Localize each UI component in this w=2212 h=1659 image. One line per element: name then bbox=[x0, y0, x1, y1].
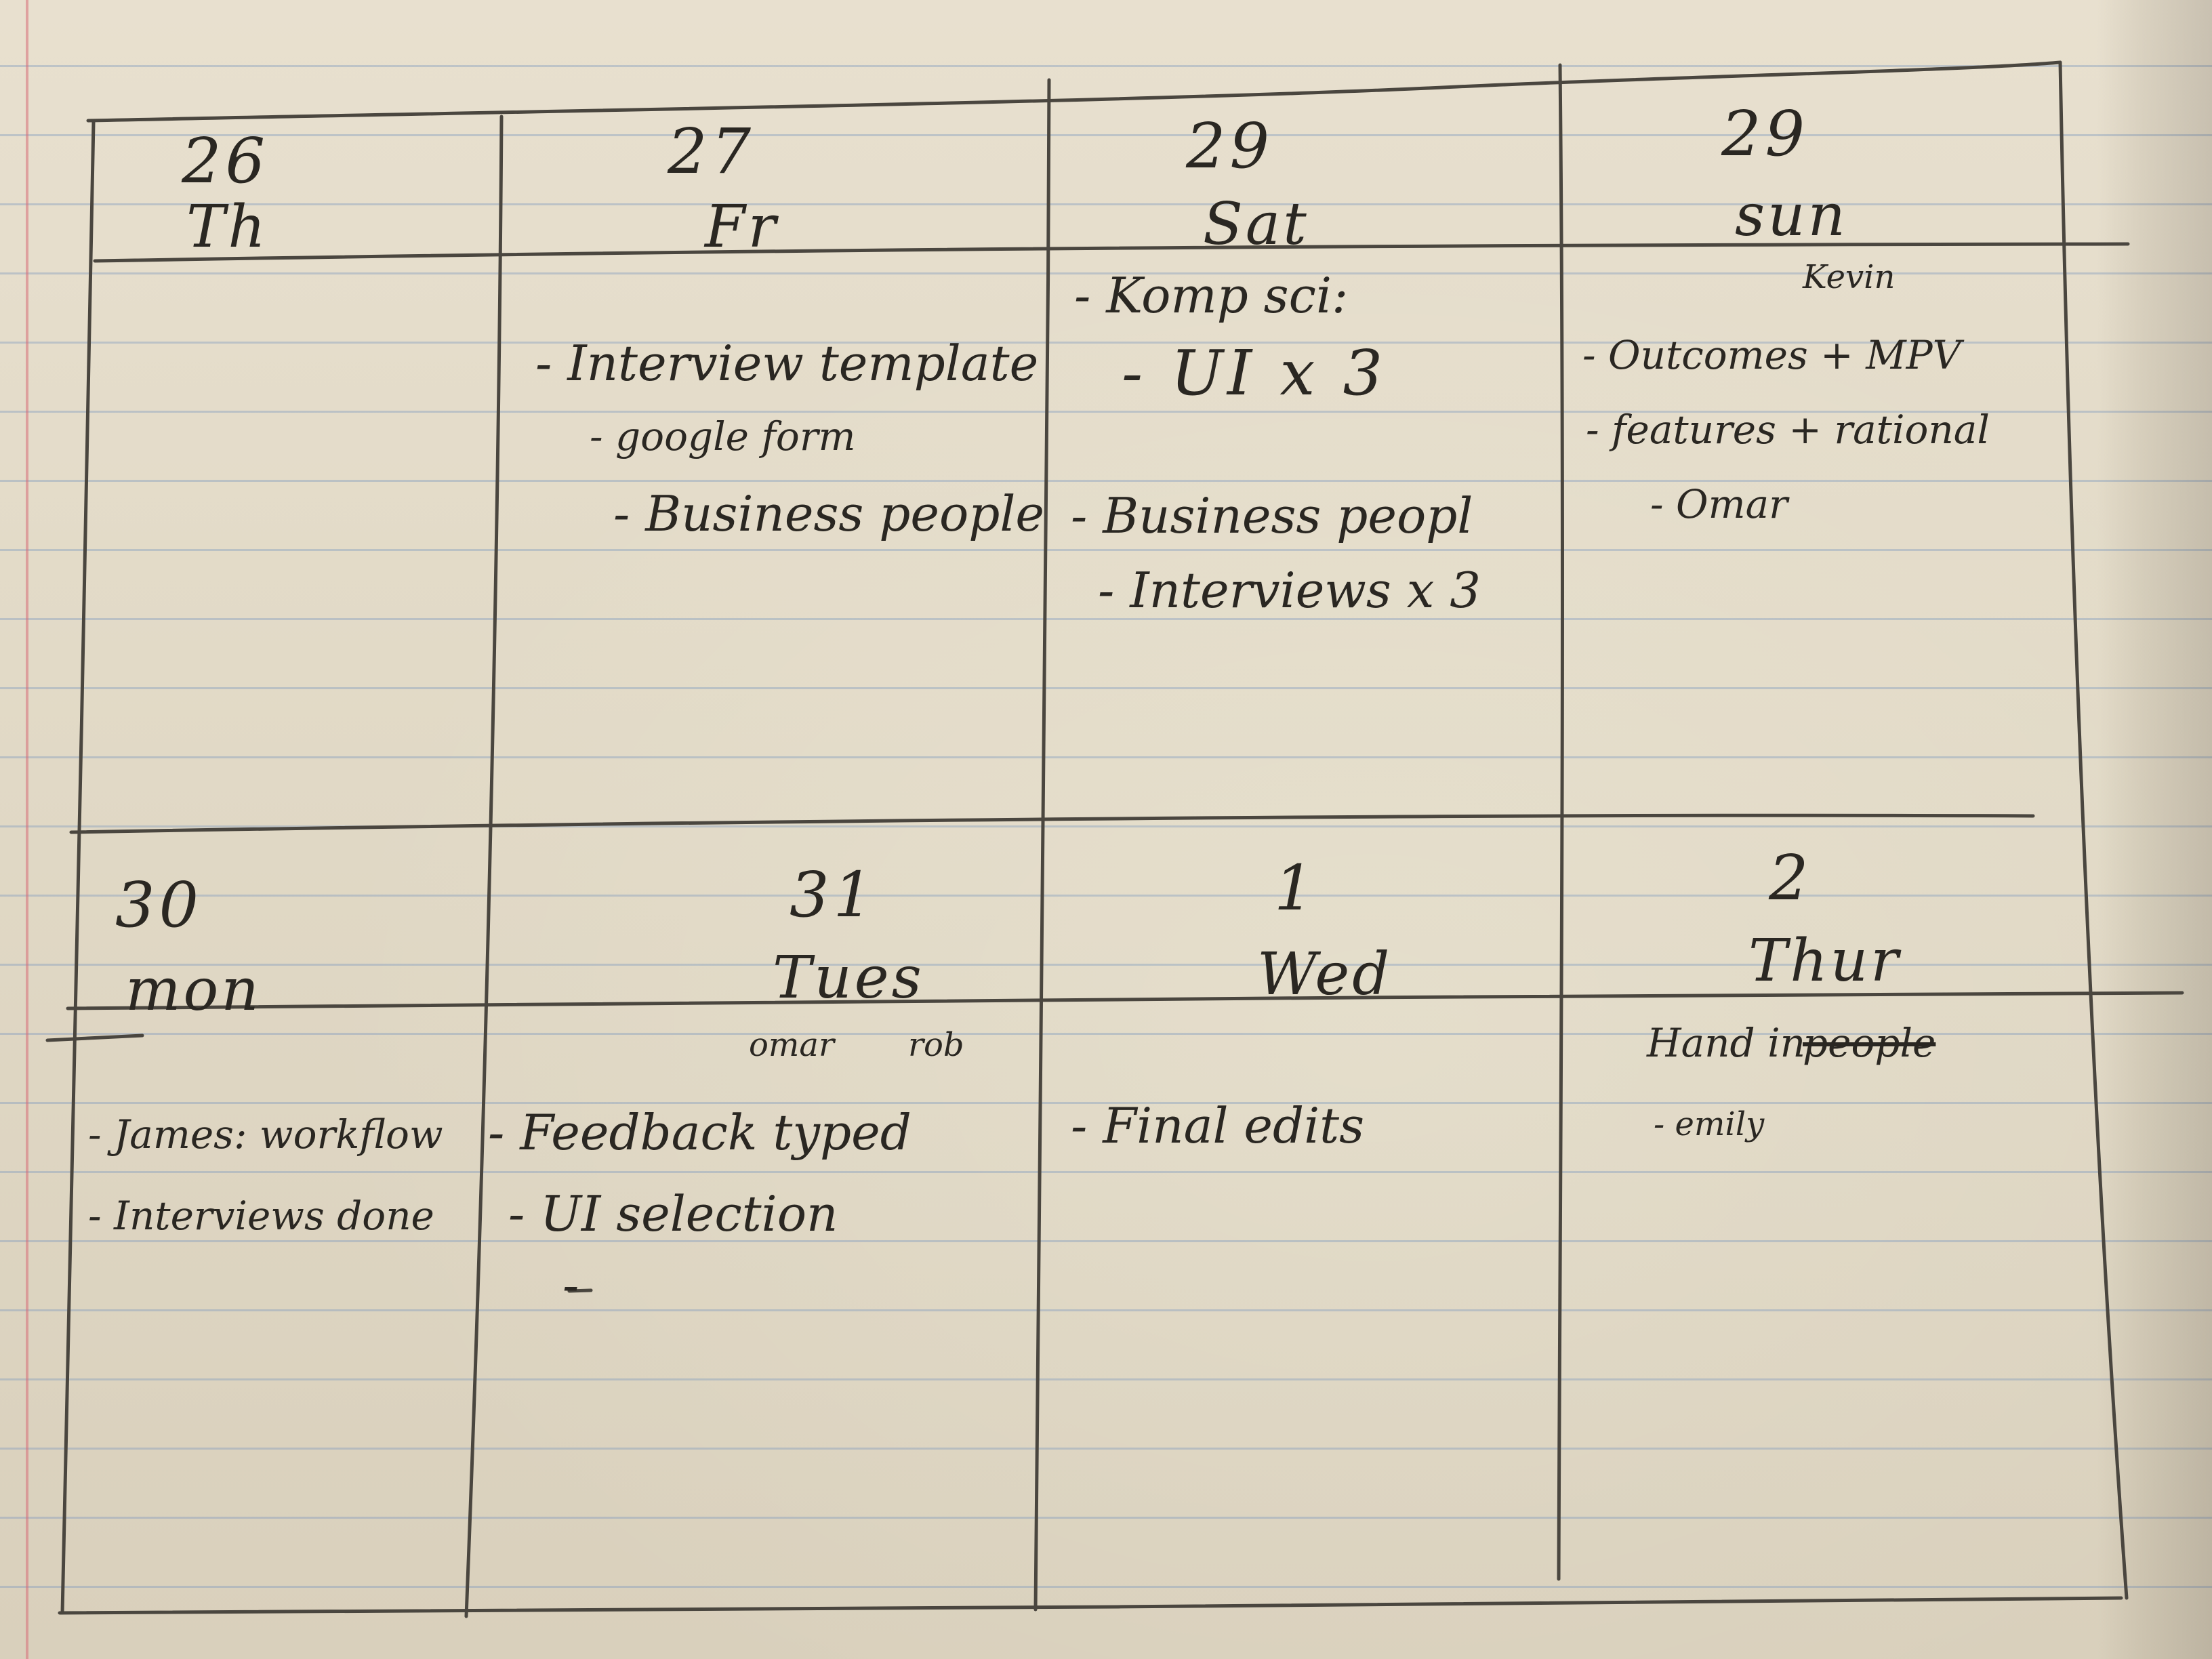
task-emily: - emily bbox=[1654, 1105, 1765, 1143]
ruled-line bbox=[0, 1033, 2212, 1035]
ruled-line bbox=[0, 687, 2212, 689]
ruled-line bbox=[0, 1102, 2212, 1104]
ruled-line bbox=[0, 618, 2212, 620]
ruled-line bbox=[0, 411, 2212, 413]
note-rob: rob bbox=[908, 1026, 964, 1064]
task-google-form: - google form bbox=[590, 413, 856, 459]
grid-bottom-border bbox=[58, 1596, 2123, 1615]
date-1: 1 bbox=[1274, 852, 1318, 924]
task-ui-selection: - UI selection bbox=[508, 1185, 838, 1242]
ruled-line bbox=[0, 1448, 2212, 1450]
task-final-edits: - Final edits bbox=[1071, 1097, 1365, 1154]
ruled-line bbox=[0, 65, 2212, 67]
ruled-line bbox=[0, 134, 2212, 136]
ruled-line bbox=[0, 1586, 2212, 1588]
page-edge-shadow bbox=[2097, 0, 2212, 1659]
ruled-line bbox=[0, 1240, 2212, 1242]
task-interviews-done: - Interviews done bbox=[88, 1193, 434, 1239]
grid-right-border bbox=[2058, 60, 2129, 1600]
day-monday: mon bbox=[125, 956, 262, 1024]
day-sunday: sun bbox=[1735, 182, 1848, 249]
task-james-workflow: - James: workflow bbox=[88, 1111, 443, 1158]
ruled-line bbox=[0, 1517, 2212, 1519]
ruled-line bbox=[0, 549, 2212, 551]
task-ui-x3: - UI x 3 bbox=[1122, 337, 1387, 409]
ruled-line bbox=[0, 964, 2212, 966]
day-saturday: Sat bbox=[1203, 190, 1309, 258]
grid-cross-mark bbox=[45, 1033, 144, 1042]
date-31: 31 bbox=[790, 859, 878, 931]
day-thursday: Th bbox=[186, 193, 268, 261]
task-people-crossed-out: people bbox=[1803, 1020, 1936, 1066]
note-kevin: Kevin bbox=[1803, 258, 1896, 296]
date-29-sunday: 29 bbox=[1721, 98, 1809, 170]
grid-header-divider-2 bbox=[66, 991, 2184, 1010]
dash-mark bbox=[567, 1288, 593, 1293]
grid-column-divider-2 bbox=[1033, 78, 1051, 1612]
grid-middle-divider bbox=[69, 813, 2035, 834]
ruled-line bbox=[0, 1171, 2212, 1173]
day-tuesday: Tues bbox=[773, 944, 924, 1012]
ruled-line bbox=[0, 895, 2212, 897]
grid-header-divider-1 bbox=[93, 242, 2130, 263]
ruled-line bbox=[0, 342, 2212, 344]
day-friday: Fr bbox=[705, 193, 779, 261]
note-omar: omar bbox=[749, 1026, 834, 1064]
date-30: 30 bbox=[115, 869, 203, 941]
date-26: 26 bbox=[182, 125, 270, 197]
task-features-rational: - features + rational bbox=[1586, 407, 1990, 453]
task-komp-sci: - Komp sci: bbox=[1074, 267, 1349, 324]
day-thursday-2: Thur bbox=[1748, 927, 1902, 995]
ruled-line bbox=[0, 203, 2212, 205]
task-interview-template: - Interview template bbox=[535, 335, 1039, 392]
day-wednesday: Wed bbox=[1257, 941, 1393, 1008]
task-hand-in: Hand in bbox=[1647, 1020, 1805, 1066]
ruled-line bbox=[0, 1309, 2212, 1311]
grid-column-divider-1 bbox=[464, 115, 504, 1618]
date-27: 27 bbox=[668, 115, 756, 188]
task-omar: - Omar bbox=[1650, 481, 1788, 527]
margin-line bbox=[26, 0, 28, 1659]
ruled-line bbox=[0, 272, 2212, 274]
task-blank-dash: - bbox=[562, 1256, 579, 1313]
date-2: 2 bbox=[1769, 842, 1813, 914]
grid-left-border bbox=[60, 120, 96, 1615]
date-29-saturday: 29 bbox=[1186, 110, 1274, 182]
ruled-line bbox=[0, 756, 2212, 758]
task-outcomes-mpv: - Outcomes + MPV bbox=[1582, 332, 1961, 378]
ruled-line bbox=[0, 1378, 2212, 1380]
ruled-line bbox=[0, 480, 2212, 482]
task-business-people: - Business people bbox=[613, 485, 1045, 542]
task-interviews-x3: - Interviews x 3 bbox=[1098, 562, 1481, 619]
task-feedback-typed: - Feedback typed bbox=[488, 1104, 912, 1161]
grid-column-divider-3 bbox=[1557, 63, 1564, 1581]
ruled-line bbox=[0, 825, 2212, 827]
grid-top-border bbox=[86, 60, 2062, 123]
task-business-peopl: - Business peopl bbox=[1071, 487, 1473, 544]
